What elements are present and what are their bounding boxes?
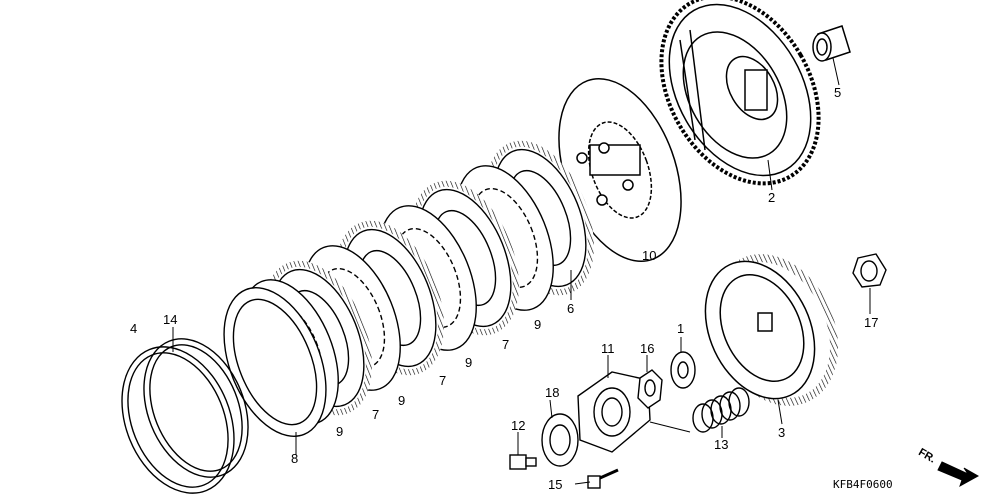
clutch-center: [704, 254, 839, 406]
callout-9c: 9: [398, 393, 406, 408]
callout-14: 14: [163, 312, 178, 327]
callout-7c: 7: [372, 407, 380, 422]
diagram-code: KFB4F0600: [833, 478, 893, 491]
callout-10: 10: [642, 248, 657, 263]
callout-8: 8: [291, 451, 299, 466]
lifter-rod-bolt: [509, 454, 537, 470]
clutch-spring: [692, 387, 750, 433]
callout-13: 13: [714, 437, 729, 452]
callout-5: 5: [834, 85, 842, 100]
front-direction-arrow: [937, 461, 980, 488]
clutch-disc-stack: [223, 140, 594, 437]
clutch-outer-housing: [659, 0, 821, 186]
flange-bolt: [587, 468, 619, 489]
leader-lines: [172, 57, 871, 485]
lifter-plate: [577, 371, 651, 453]
callout-7a: 7: [502, 337, 510, 352]
lifter-bearing: [541, 413, 579, 467]
lock-washer: [852, 253, 887, 288]
judder-spring-seat: [121, 338, 249, 494]
callout-16: 16: [640, 341, 655, 356]
callout-9b: 9: [465, 355, 473, 370]
callout-11: 11: [601, 341, 615, 356]
callout-4: 4: [130, 321, 138, 336]
lock-nut: [637, 369, 663, 409]
callout-3: 3: [778, 425, 786, 440]
washer: [670, 351, 696, 389]
callout-7b: 7: [439, 373, 447, 388]
judder-disc-8: [223, 287, 327, 437]
callout-12: 12: [511, 418, 526, 433]
callout-1: 1: [677, 321, 685, 336]
callout-9a: 9: [534, 317, 542, 332]
callout-9d: 9: [336, 424, 344, 439]
callout-18: 18: [545, 385, 560, 400]
callout-2: 2: [768, 190, 776, 205]
callout-6: 6: [567, 301, 575, 316]
callout-17: 17: [864, 315, 879, 330]
callout-15: 15: [548, 477, 563, 492]
housing-bushing: [812, 25, 851, 62]
